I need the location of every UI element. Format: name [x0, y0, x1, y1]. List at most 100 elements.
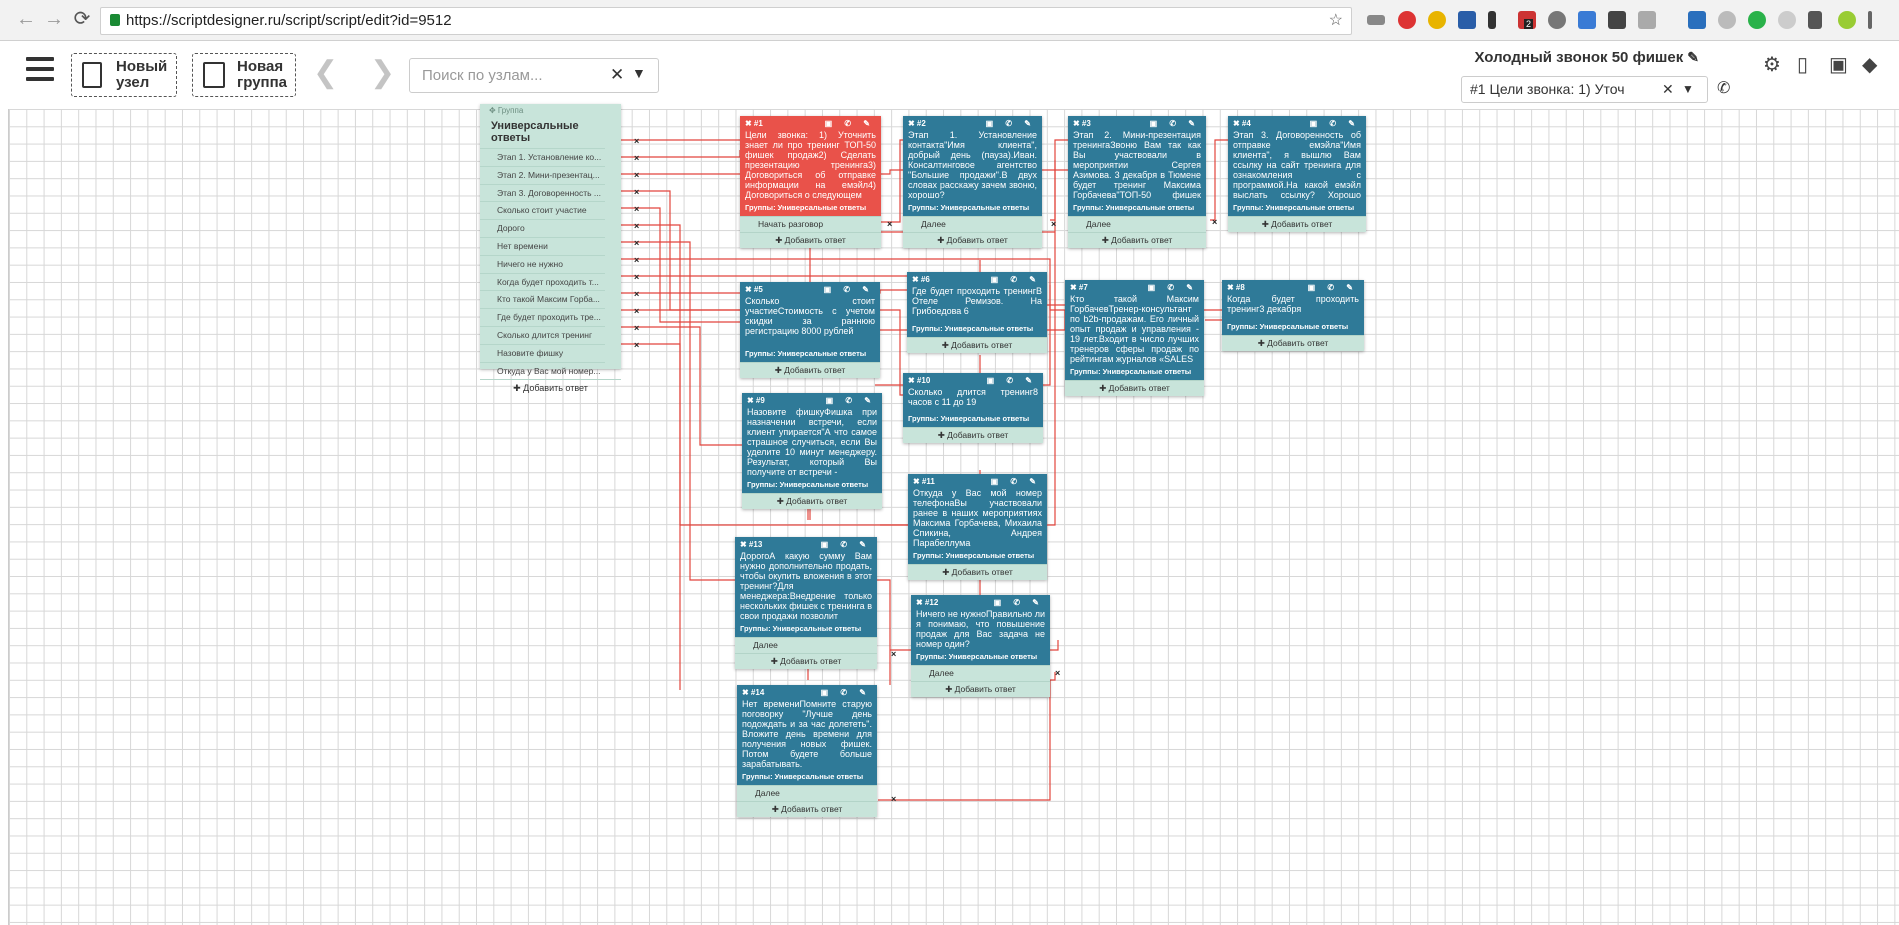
- node-id[interactable]: ✖ #5: [745, 285, 763, 294]
- group-add-answer-button[interactable]: ✚ Добавить ответ: [480, 379, 621, 396]
- node-answer[interactable]: Далее: [903, 216, 1042, 232]
- node-id[interactable]: ✖ #3: [1073, 119, 1091, 128]
- group-item[interactable]: Назовите фишку: [480, 343, 605, 362]
- add-answer-button[interactable]: ✚ Добавить ответ: [737, 801, 877, 817]
- settings-icon[interactable]: ⚙: [1763, 54, 1781, 76]
- address-bar[interactable]: https://scriptdesigner.ru/script/script/…: [100, 7, 1352, 35]
- node-id[interactable]: ✖ #12: [916, 598, 939, 607]
- node-id[interactable]: ✖ #8: [1227, 283, 1245, 292]
- node-id[interactable]: ✖ #13: [740, 540, 763, 549]
- universal-answers-group[interactable]: ✥ Группа Универсальные ответы Этап 1. Ус…: [480, 104, 621, 393]
- node-id[interactable]: ✖ #9: [747, 396, 765, 405]
- add-answer-button[interactable]: ✚ Добавить ответ: [1228, 216, 1366, 232]
- group-item[interactable]: Когда будет проходить т...: [480, 272, 605, 291]
- extension-circle-icon[interactable]: [1778, 11, 1796, 29]
- node-toolbar-icons[interactable]: ▣ ✆ ✎: [985, 119, 1036, 128]
- menu-dots-icon[interactable]: [1868, 11, 1872, 29]
- add-answer-button[interactable]: ✚ Добавить ответ: [1065, 380, 1204, 396]
- group-item[interactable]: Дорого: [480, 219, 605, 237]
- group-item[interactable]: Нет времени: [480, 236, 605, 255]
- node-12[interactable]: ✖ #12▣ ✆ ✎ Ничего не нужноПравильно ли я…: [911, 595, 1050, 697]
- extension-green-icon[interactable]: [1838, 11, 1856, 29]
- extension-chrome-icon[interactable]: [1718, 11, 1736, 29]
- add-answer-button[interactable]: ✚ Добавить ответ: [1068, 232, 1206, 248]
- node-toolbar-icons[interactable]: ▣ ✆ ✎: [993, 598, 1044, 607]
- node-toolbar-icons[interactable]: ▣ ✆ ✎: [1149, 119, 1200, 128]
- node-id[interactable]: ✖ #7: [1070, 283, 1088, 292]
- reload-icon[interactable]: ⟳: [73, 8, 91, 30]
- group-item[interactable]: Этап 2. Мини-презентац...: [480, 165, 605, 184]
- phone-icon[interactable]: ✆: [1717, 80, 1731, 97]
- extension-window-icon[interactable]: [1688, 11, 1706, 29]
- extension-reader-icon[interactable]: [1367, 15, 1385, 25]
- search-clear-icon[interactable]: ✕: [610, 65, 625, 84]
- node-answer[interactable]: Далее: [735, 637, 877, 653]
- forward-icon[interactable]: →: [44, 8, 64, 30]
- node-toolbar-icons[interactable]: ▣ ✆ ✎: [990, 275, 1041, 284]
- node-toolbar-icons[interactable]: ▣ ✆ ✎: [825, 396, 876, 405]
- tag-icon[interactable]: ◆: [1862, 54, 1878, 76]
- node-5[interactable]: ✖ #5▣ ✆ ✎ Сколько стоит участиеСтоимость…: [740, 282, 880, 378]
- group-item[interactable]: Этап 1. Установление ко...: [480, 148, 605, 166]
- mobile-icon[interactable]: ▯: [1797, 54, 1809, 76]
- group-item[interactable]: Откуда у Вас мой номер...: [480, 361, 605, 380]
- add-answer-button[interactable]: ✚ Добавить ответ: [742, 493, 882, 509]
- extension-puzzle-icon[interactable]: [1578, 11, 1596, 29]
- node-id[interactable]: ✖ #6: [912, 275, 930, 284]
- add-answer-button[interactable]: ✚ Добавить ответ: [911, 681, 1050, 697]
- node-answer[interactable]: Начать разговор: [740, 216, 881, 232]
- node-select-clear-icon[interactable]: ✕: [1662, 81, 1674, 97]
- group-item[interactable]: Этап 3. Договоренность ...: [480, 183, 605, 202]
- node-id[interactable]: ✖ #1: [745, 119, 763, 128]
- node-toolbar-icons[interactable]: ▣ ✆ ✎: [990, 477, 1041, 486]
- extension-flash-icon[interactable]: [1488, 11, 1496, 29]
- add-answer-button[interactable]: ✚ Добавить ответ: [903, 232, 1042, 248]
- node-9[interactable]: ✖ #9▣ ✆ ✎ Назовите фишкуФишка при назнач…: [742, 393, 882, 509]
- bookmark-star-icon[interactable]: ☆: [1328, 12, 1343, 29]
- add-answer-button[interactable]: ✚ Добавить ответ: [740, 232, 881, 248]
- node-1[interactable]: ✖ #1▣ ✆ ✎ Цели звонка: 1) Уточнить знает…: [740, 116, 881, 248]
- node-id[interactable]: ✖ #2: [908, 119, 926, 128]
- hamburger-menu-icon[interactable]: [26, 57, 54, 85]
- node-id[interactable]: ✖ #11: [913, 477, 935, 486]
- group-item[interactable]: Сколько стоит участие: [480, 201, 605, 219]
- node-toolbar-icons[interactable]: ▣ ✆ ✎: [1309, 119, 1360, 128]
- node-answer[interactable]: Далее: [737, 785, 877, 801]
- extension-weather-icon[interactable]: [1428, 11, 1446, 29]
- extension-gf-icon[interactable]: [1748, 11, 1766, 29]
- group-item[interactable]: Кто такой Максим Горба...: [480, 290, 605, 308]
- node-2[interactable]: ✖ #2▣ ✆ ✎ Этап 1. Установление контакта"…: [903, 116, 1042, 248]
- add-answer-button[interactable]: ✚ Добавить ответ: [903, 427, 1043, 443]
- node-11[interactable]: ✖ #11▣ ✆ ✎ Откуда у Вас мой номер телефо…: [908, 474, 1047, 580]
- node-14[interactable]: ✖ #14▣ ✆ ✎ Нет времениПомните старую пог…: [737, 685, 877, 817]
- edit-title-icon[interactable]: ✎: [1687, 49, 1699, 65]
- extension-puzzle2-icon[interactable]: [1608, 11, 1626, 29]
- node-answer[interactable]: Далее: [911, 665, 1050, 681]
- extension-download-icon[interactable]: [1458, 11, 1476, 29]
- node-select-dropdown-icon[interactable]: ▼: [1682, 82, 1694, 96]
- node-8[interactable]: ✖ #8▣ ✆ ✎ Когда будет проходить тренинг3…: [1222, 280, 1364, 351]
- add-answer-button[interactable]: ✚ Добавить ответ: [908, 564, 1047, 580]
- new-node-button[interactable]: Новый узел: [71, 53, 177, 97]
- back-icon[interactable]: ←: [16, 8, 36, 30]
- add-answer-button[interactable]: ✚ Добавить ответ: [735, 653, 877, 669]
- node-13[interactable]: ✖ #13▣ ✆ ✎ ДорогоА какую сумму Вам нужно…: [735, 537, 877, 669]
- group-header[interactable]: ✥ Группа: [489, 106, 524, 115]
- add-answer-button[interactable]: ✚ Добавить ответ: [1222, 335, 1364, 351]
- node-3[interactable]: ✖ #3▣ ✆ ✎ Этап 2. Мини-презентация трени…: [1068, 116, 1206, 248]
- add-answer-button[interactable]: ✚ Добавить ответ: [907, 337, 1047, 353]
- add-answer-button[interactable]: ✚ Добавить ответ: [740, 362, 880, 378]
- node-toolbar-icons[interactable]: ▣ ✆ ✎: [820, 688, 871, 697]
- node-toolbar-icons[interactable]: ▣ ✆ ✎: [1147, 283, 1198, 292]
- node-10[interactable]: ✖ #10▣ ✆ ✎ Сколько длится тренинг8 часов…: [903, 373, 1043, 443]
- node-id[interactable]: ✖ #4: [1233, 119, 1251, 128]
- node-select[interactable]: #1 Цели звонка: 1) Уточ ✕ ▼: [1461, 76, 1708, 103]
- extension-badge-icon[interactable]: 2: [1518, 11, 1536, 29]
- node-search-input[interactable]: Поиск по узлам... ✕ ▼: [409, 58, 659, 93]
- extension-pen-icon[interactable]: [1808, 11, 1822, 29]
- extension-cross-icon[interactable]: [1638, 11, 1656, 29]
- node-4[interactable]: ✖ #4▣ ✆ ✎ Этап 3. Договоренность об отпр…: [1228, 116, 1366, 232]
- next-node-icon[interactable]: ❯: [370, 56, 396, 89]
- new-group-button[interactable]: Новая группа: [192, 53, 296, 97]
- node-id[interactable]: ✖ #14: [742, 688, 765, 697]
